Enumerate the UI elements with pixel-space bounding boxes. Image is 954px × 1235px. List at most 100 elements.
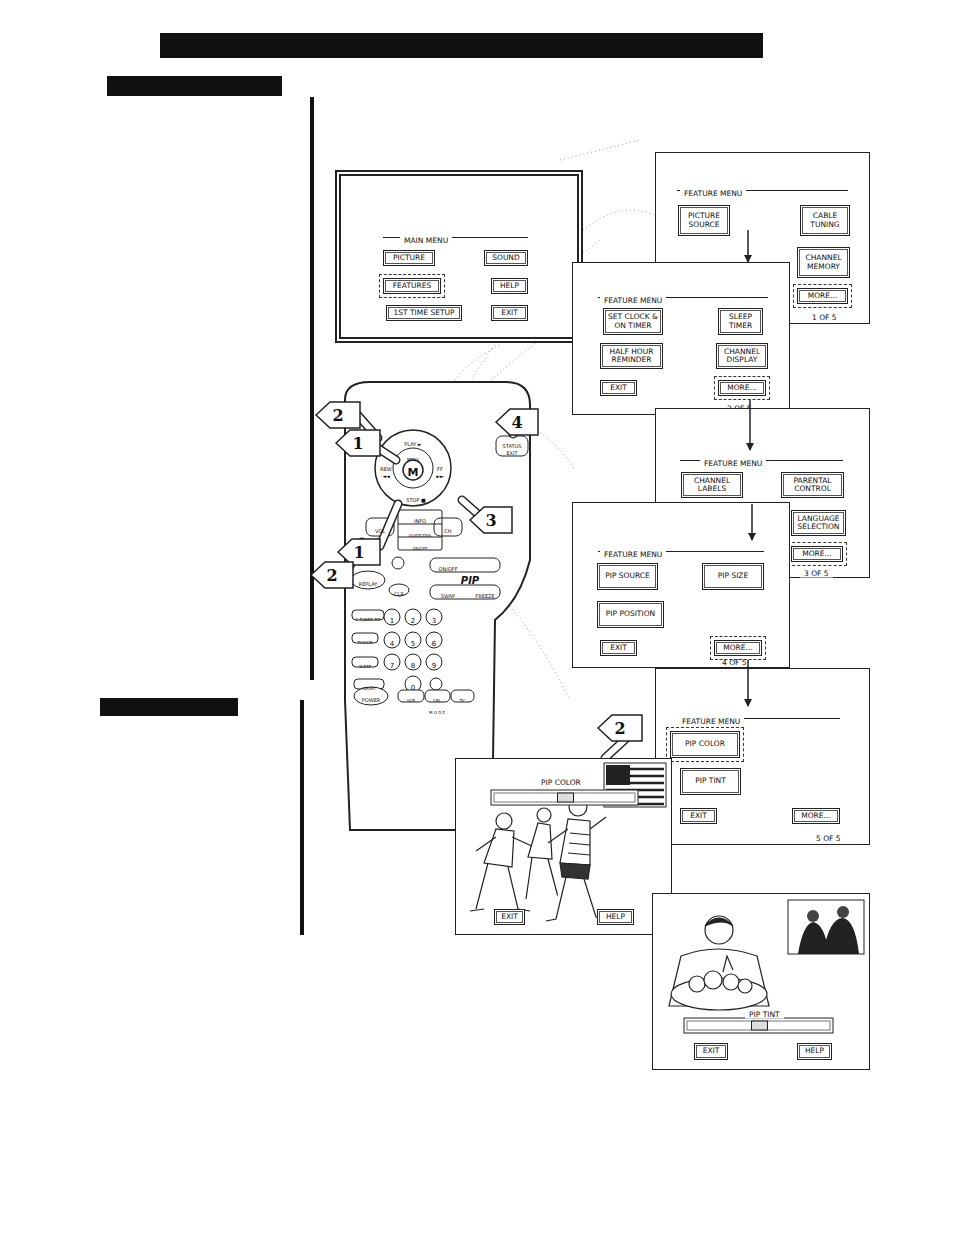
remote-key-label: CBL bbox=[433, 698, 441, 703]
section-rule bbox=[310, 97, 314, 680]
remote-key-label: FREEZE bbox=[475, 593, 494, 599]
button-label: EXIT bbox=[610, 384, 627, 392]
button-label: MORE... bbox=[723, 644, 752, 652]
menu-flow-arrow bbox=[749, 400, 751, 450]
label-holder: 2 bbox=[614, 719, 625, 738]
remote-key-label: 6 bbox=[432, 640, 436, 648]
menu-button: PARENTAL CONTROL bbox=[781, 472, 844, 498]
remote-key-label: VCR bbox=[407, 698, 415, 703]
remote-key-label: REPLAY bbox=[359, 581, 378, 587]
remote-key-label: MENU bbox=[407, 457, 419, 462]
button-label: EXIT bbox=[703, 1047, 720, 1055]
menu-button: 1ST TIME SETUP bbox=[386, 305, 462, 321]
label-holder: FREEZE bbox=[475, 583, 494, 602]
remote-key-label: STOP ■ bbox=[406, 497, 426, 503]
pip-inset bbox=[788, 900, 864, 954]
callout-number: 2 bbox=[326, 566, 337, 585]
text-holder: FEATURE MENU bbox=[680, 181, 746, 200]
button-label: EXIT bbox=[501, 913, 518, 921]
label-holder: REPLAY bbox=[359, 571, 378, 590]
remote-key-label: 5 bbox=[411, 640, 415, 648]
menu-button: CHANNEL MEMORY bbox=[797, 247, 850, 278]
label-holder: STATUS bbox=[503, 433, 522, 452]
button-label: PIP COLOR bbox=[685, 740, 725, 748]
label-holder: GUIDE/DSS bbox=[409, 522, 431, 541]
page-number: 1 OF 5 bbox=[808, 313, 841, 322]
label-holder: POWER bbox=[362, 687, 381, 706]
screen-heading: PIP COLOR bbox=[537, 778, 585, 787]
button-label: PIP SIZE bbox=[718, 572, 749, 580]
menu-button: FEATURES bbox=[383, 278, 441, 294]
callout-number: 2 bbox=[332, 406, 343, 425]
menu-button: CABLE TUNING bbox=[800, 205, 850, 236]
label-holder: ON/OFF bbox=[412, 535, 427, 554]
button-label: CHANNEL DISPLAY bbox=[720, 348, 764, 365]
label-holder: ON/OFF bbox=[438, 556, 457, 575]
remote-key-label: SLEEP bbox=[359, 664, 371, 669]
menu-button: MORE... bbox=[792, 808, 840, 824]
menu-button: SET CLOCK & ON TIMER bbox=[603, 308, 663, 335]
callout-number: 1 bbox=[353, 543, 364, 562]
pip-screen: PIP TINT EXIT HELP bbox=[652, 893, 870, 1070]
button-label: HELP bbox=[805, 1047, 824, 1055]
label-holder: TV/VCR bbox=[358, 629, 373, 648]
remote-key-label: PLAY ► bbox=[404, 441, 421, 447]
remote-key-label: M O D E bbox=[429, 710, 445, 715]
section-bar bbox=[107, 76, 282, 96]
menu-button: PIP TINT bbox=[680, 768, 741, 795]
label-holder: CH bbox=[444, 518, 451, 537]
label-holder: MENU bbox=[407, 446, 419, 465]
remote-key-label: VOL bbox=[375, 528, 385, 534]
remote-key-label: 3 bbox=[432, 617, 436, 625]
remote-key-label: ON/OFF bbox=[438, 566, 457, 572]
menu-button: SOUND bbox=[484, 250, 528, 266]
label-holder: 2 bbox=[332, 406, 343, 425]
label-holder: 1 bbox=[353, 543, 364, 562]
text-holder: PIP TINT bbox=[745, 1002, 784, 1021]
remote-key-label: 7 bbox=[390, 662, 394, 670]
remote-key-label: ON/OFF bbox=[412, 546, 427, 551]
remote-key-label: PIP bbox=[461, 575, 479, 586]
button-label: PIP POSITION bbox=[606, 610, 655, 618]
button-label: MORE... bbox=[808, 292, 837, 300]
text-holder: FEATURE MENU bbox=[600, 288, 666, 307]
button-label: SET CLOCK & ON TIMER bbox=[607, 313, 659, 330]
menu-button: MORE... bbox=[714, 640, 762, 656]
pip-screen: PIP COLOR EXIT HELP bbox=[455, 758, 672, 935]
page-number: 4 OF 5 bbox=[718, 658, 751, 667]
menu-button: EXIT bbox=[491, 305, 528, 321]
menu-button: PIP COLOR bbox=[670, 731, 740, 758]
button-label: EXIT bbox=[690, 812, 707, 820]
label-holder: 3 bbox=[432, 608, 436, 627]
menu-button: HELP bbox=[597, 909, 634, 925]
screen-heading: FEATURE MENU bbox=[680, 189, 746, 198]
menu-flow-arrow bbox=[751, 504, 753, 540]
button-label: HALF HOUR REMINDER bbox=[604, 348, 659, 365]
tv-screen: MAIN MENUPICTURESOUNDFEATURESHELP1ST TIM… bbox=[335, 170, 583, 343]
remote-key-label: INFO bbox=[414, 518, 426, 524]
remote-key-label: 2 bbox=[411, 617, 415, 625]
label-holder: FF bbox=[437, 456, 443, 475]
button-label: SLEEP TIMER bbox=[722, 313, 759, 330]
button-label: PIP TINT bbox=[695, 777, 726, 785]
button-label: MORE... bbox=[801, 812, 830, 820]
label-holder: 3 bbox=[485, 511, 496, 530]
text-holder: PIP COLOR bbox=[537, 770, 585, 789]
menu-flow-arrow bbox=[747, 660, 749, 706]
label-holder: 8 bbox=[411, 653, 415, 672]
menu-flow-arrow bbox=[747, 230, 749, 262]
text-holder: FEATURE MENU bbox=[678, 709, 744, 728]
button-label: 1ST TIME SETUP bbox=[394, 309, 455, 317]
remote-key-label: EXIT bbox=[506, 450, 517, 456]
text-holder: FEATURE MENU bbox=[600, 542, 666, 561]
remote-key-label: STATUS bbox=[503, 443, 522, 449]
menu-button: SLEEP TIMER bbox=[718, 308, 763, 335]
button-label: HELP bbox=[606, 913, 625, 921]
button-label: FEATURES bbox=[393, 282, 431, 290]
button-label: EXIT bbox=[501, 309, 518, 317]
label-holder: 1 bbox=[352, 434, 363, 453]
label-holder: TV bbox=[459, 687, 464, 706]
remote-key-label: POWER bbox=[362, 697, 381, 703]
callout-number: 2 bbox=[614, 719, 625, 738]
header-bar bbox=[160, 33, 763, 58]
